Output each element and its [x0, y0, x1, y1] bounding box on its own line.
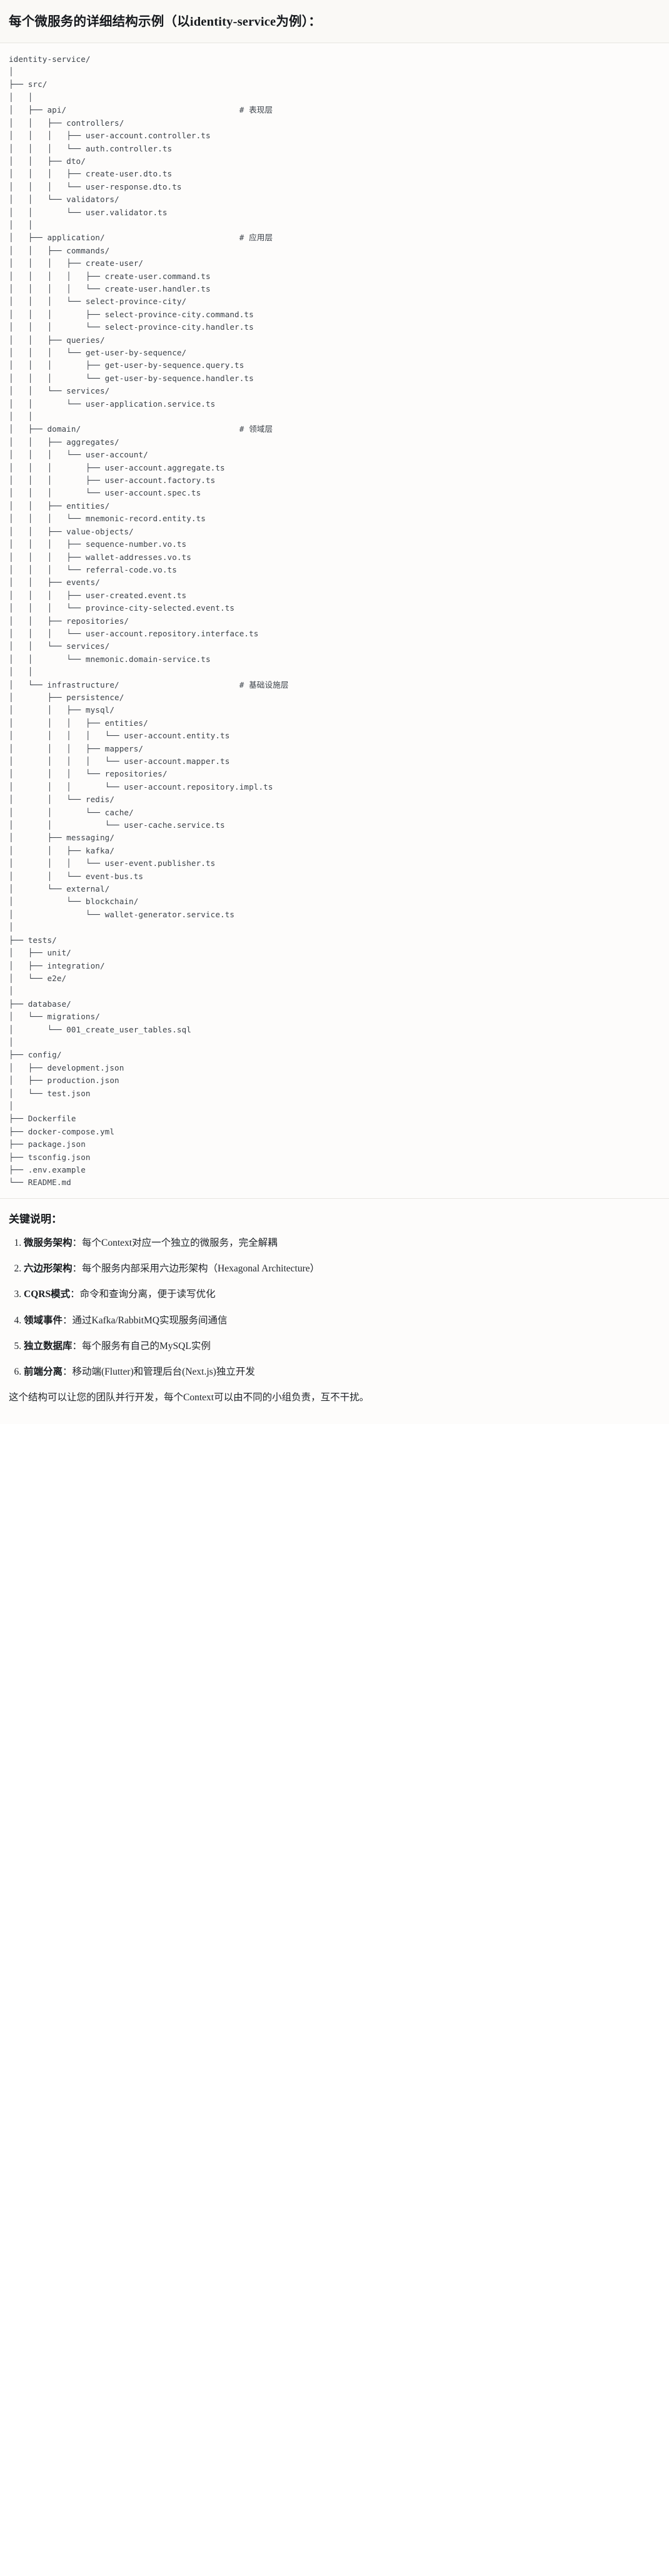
note-term: 六边形架构 [24, 1263, 73, 1275]
heading-section: 每个微服务的详细结构示例（以identity-service为例）： [0, 0, 669, 43]
note-term: 前端分离 [24, 1367, 63, 1378]
note-desc: ：命令和查询分离，便于读写优化 [70, 1289, 216, 1300]
list-item: 六边形架构：每个服务内部采用六边形架构（Hexagonal Architectu… [24, 1261, 660, 1276]
list-item: 独立数据库：每个服务有自己的MySQL实例 [24, 1339, 660, 1353]
key-notes-section: 关键说明： 微服务架构：每个Context对应一个独立的微服务，完全解耦 六边形… [0, 1198, 669, 1425]
note-term: CQRS模式 [24, 1289, 71, 1300]
list-item: CQRS模式：命令和查询分离，便于读写优化 [24, 1287, 660, 1301]
list-item: 前端分离：移动端(Flutter)和管理后台(Next.js)独立开发 [24, 1365, 660, 1379]
note-desc: ：每个Context对应一个独立的微服务，完全解耦 [72, 1237, 278, 1248]
directory-tree-block: identity-service/ │ ├── src/ │ │ │ ├── a… [0, 43, 669, 1199]
list-item: 领域事件：通过Kafka/RabbitMQ实现服务间通信 [24, 1313, 660, 1328]
note-desc: ：通过Kafka/RabbitMQ实现服务间通信 [63, 1315, 228, 1326]
closing-paragraph: 这个结构可以让您的团队并行开发，每个Context可以由不同的小组负责，互不干扰… [9, 1392, 370, 1403]
note-term: 微服务架构 [24, 1237, 73, 1248]
note-desc: ：移动端(Flutter)和管理后台(Next.js)独立开发 [63, 1367, 255, 1378]
directory-tree: identity-service/ │ ├── src/ │ │ │ ├── a… [9, 54, 289, 1188]
key-notes-list: 微服务架构：每个Context对应一个独立的微服务，完全解耦 六边形架构：每个服… [9, 1236, 660, 1380]
page-title: 每个微服务的详细结构示例（以identity-service为例）： [9, 15, 321, 29]
document-page: 每个微服务的详细结构示例（以identity-service为例）： ident… [0, 0, 669, 1424]
note-term: 独立数据库 [24, 1340, 73, 1352]
note-term: 领域事件 [24, 1315, 63, 1326]
note-desc: ：每个服务有自己的MySQL实例 [72, 1340, 211, 1352]
key-notes-title: 关键说明： [9, 1213, 62, 1225]
note-desc: ：每个服务内部采用六边形架构（Hexagonal Architecture） [72, 1263, 320, 1275]
list-item: 微服务架构：每个Context对应一个独立的微服务，完全解耦 [24, 1236, 660, 1250]
